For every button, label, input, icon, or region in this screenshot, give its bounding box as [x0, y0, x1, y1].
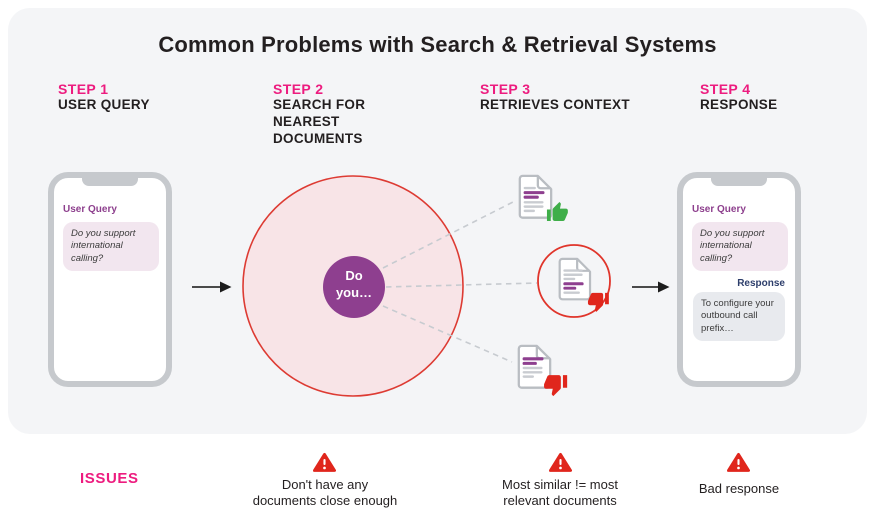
thumbs-down-icon [544, 375, 568, 397]
issue-item: Bad response [698, 481, 780, 496]
user-query-label: User Query [692, 204, 746, 215]
arrow-right-icon [192, 281, 232, 293]
thumbs-down-icon [587, 292, 609, 312]
similarity-line-middle [385, 282, 538, 288]
phone-step1: User Query Do you support international … [48, 172, 172, 387]
user-query-bubble: Do you support international calling? [692, 222, 788, 272]
step-3-name: RETRIEVES CONTEXT [480, 97, 630, 112]
similarity-line-top [382, 201, 514, 269]
warning-icon [313, 452, 336, 472]
phone-notch [711, 177, 767, 186]
similarity-line-bottom [382, 305, 513, 363]
response-bubble: To configure your outbound call prefix… [693, 292, 785, 342]
step-2-name: SEARCH FOR NEAREST DOCUMENTS [273, 97, 366, 146]
response-label: Response [737, 278, 785, 289]
step-4-name: RESPONSE [700, 97, 778, 112]
step-1-name: USER QUERY [58, 97, 150, 112]
issue-item: Most similar != most relevant documents [502, 477, 618, 508]
phone-step4: User Query Do you support international … [677, 172, 801, 387]
user-query-label: User Query [63, 204, 117, 215]
document-icon [518, 174, 553, 219]
user-query-bubble: Do you support international calling? [63, 222, 159, 272]
document-icon [517, 344, 552, 389]
step-4-label: STEP 4 [700, 81, 751, 97]
step-4-header: STEP 4 RESPONSE [700, 81, 777, 114]
step-2-label: STEP 2 [273, 81, 324, 97]
issues-label: ISSUES [80, 470, 139, 487]
page-title: Common Problems with Search & Retrieval … [158, 32, 717, 57]
arrow-right-icon [632, 281, 670, 293]
step-3-label: STEP 3 [480, 81, 531, 97]
step-1-header: STEP 1 USER QUERY [58, 81, 150, 114]
query-snippet: Do you… [335, 268, 373, 300]
warning-icon [549, 452, 572, 472]
issue-item: Don't have any documents close enough [252, 477, 398, 508]
step-1-label: STEP 1 [58, 81, 109, 97]
retrieved-doc-ring [537, 244, 611, 318]
thumbs-up-icon [546, 201, 568, 221]
warning-icon [727, 452, 750, 472]
similarity-lines [382, 201, 538, 363]
step-3-header: STEP 3 RETRIEVES CONTEXT [480, 81, 630, 114]
document-icon [558, 257, 592, 301]
step-2-header: STEP 2 SEARCH FOR NEAREST DOCUMENTS [273, 81, 391, 148]
phone-notch [82, 177, 138, 186]
query-vector-circle [323, 256, 385, 318]
